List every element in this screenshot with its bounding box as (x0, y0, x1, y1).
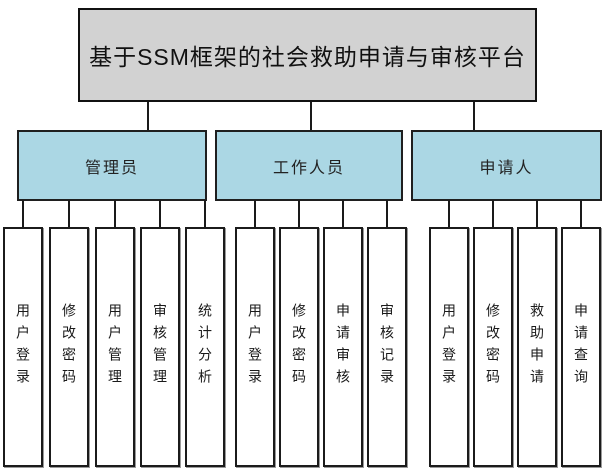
connector-line (68, 200, 70, 228)
leaf-label: 救助申请 (529, 303, 545, 391)
leaf-label: 审核记录 (379, 303, 395, 391)
root-node: 基于SSM框架的社会救助申请与审核平台 (78, 8, 537, 102)
branch-node-staff: 工作人员 (215, 130, 403, 201)
branch-label: 管理员 (84, 159, 139, 177)
connector-line (204, 200, 206, 228)
leaf-label: 申请查询 (573, 303, 589, 391)
connector-line (114, 200, 116, 228)
branch-node-applicant: 申请人 (411, 130, 602, 201)
leaf-node-user-login: 用户登录 (3, 227, 43, 467)
connector-line (147, 102, 149, 131)
connector-line (254, 200, 256, 228)
connector-line (492, 200, 494, 228)
connector-line (310, 102, 312, 131)
leaf-label: 申请审核 (335, 303, 351, 391)
leaf-node-change-password: 修改密码 (473, 227, 513, 467)
leaf-label: 审核管理 (152, 303, 168, 391)
leaf-label: 修改密码 (61, 303, 77, 391)
leaf-node-application-review: 申请审核 (323, 227, 363, 467)
leaf-node-assistance-application: 救助申请 (517, 227, 557, 467)
connector-line (386, 200, 388, 228)
leaf-node-user-login: 用户登录 (235, 227, 275, 467)
leaf-label: 用户管理 (107, 303, 123, 391)
leaf-label: 统计分析 (197, 303, 213, 391)
branch-label: 申请人 (479, 159, 534, 177)
connector-line (159, 200, 161, 228)
leaf-node-statistics-analysis: 统计分析 (185, 227, 225, 467)
leaf-label: 用户登录 (15, 303, 31, 391)
leaf-node-change-password: 修改密码 (49, 227, 89, 467)
connector-line (580, 200, 582, 228)
leaf-node-review-management: 审核管理 (140, 227, 180, 467)
leaf-node-user-management: 用户管理 (95, 227, 135, 467)
connector-line (473, 102, 475, 131)
leaf-label: 用户登录 (247, 303, 263, 391)
connector-line (298, 200, 300, 228)
leaf-label: 用户登录 (441, 303, 457, 391)
branch-node-admin: 管理员 (17, 130, 207, 201)
leaf-node-user-login: 用户登录 (429, 227, 469, 467)
diagram-title: 基于SSM框架的社会救助申请与审核平台 (89, 44, 526, 70)
branch-label: 工作人员 (272, 159, 345, 177)
leaf-label: 修改密码 (485, 303, 501, 391)
connector-line (448, 200, 450, 228)
leaf-node-change-password: 修改密码 (279, 227, 319, 467)
connector-line (536, 200, 538, 228)
connector-line (342, 200, 344, 228)
leaf-node-review-records: 审核记录 (367, 227, 407, 467)
connector-line (22, 200, 24, 228)
leaf-node-application-query: 申请查询 (561, 227, 601, 467)
leaf-label: 修改密码 (291, 303, 307, 391)
